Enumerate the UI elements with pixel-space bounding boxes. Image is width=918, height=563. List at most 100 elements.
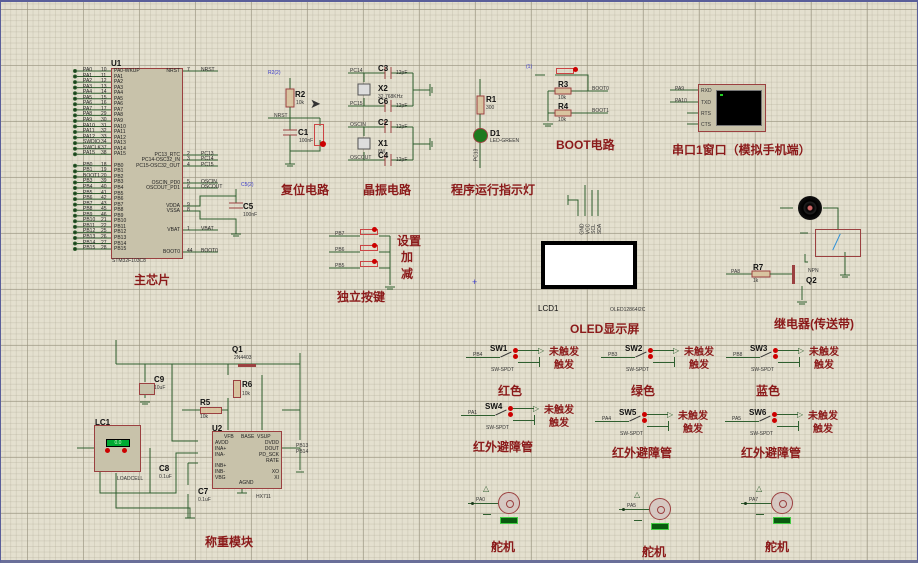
junction-dot [73, 174, 77, 179]
switch-toggle-down[interactable] [513, 354, 518, 359]
r2-probe[interactable]: R2(2) [268, 70, 281, 76]
u1-pin-number: 31 [101, 122, 107, 129]
oled-display[interactable] [541, 241, 637, 289]
u1-chip[interactable] [111, 68, 183, 259]
servo-motor[interactable]: PA7△ [741, 484, 801, 530]
u1-pin-name: PB8 [114, 207, 124, 214]
u1-net-label: PC13 [201, 151, 214, 157]
u1-pin-name: PB10 [114, 218, 127, 225]
u1-pin-number: 20 [101, 172, 107, 179]
key-button-sub[interactable] [360, 261, 378, 267]
junction-dot [73, 113, 77, 118]
switch-toggle-up[interactable] [772, 412, 777, 417]
switch-toggle-up[interactable] [648, 348, 653, 353]
wire [466, 357, 500, 358]
loadcell-plus-button[interactable] [122, 448, 127, 453]
u2-pin: XI [274, 475, 279, 481]
relay-icon[interactable] [815, 229, 861, 257]
u1-pin-name: PB4 [114, 185, 124, 191]
servo-body-icon [771, 492, 793, 514]
r5-resistor[interactable] [200, 407, 222, 414]
switch-toggle-down[interactable] [772, 418, 777, 423]
loadcell-minus-button[interactable] [105, 448, 110, 453]
wire [647, 426, 668, 427]
r6-resistor[interactable] [233, 380, 241, 398]
u1-net-label: PA9 [83, 116, 93, 123]
wire [513, 420, 534, 421]
u1-pin-number: 45 [101, 206, 107, 213]
u1-pin-name: PA7 [114, 106, 124, 113]
uart-pin-rxd: RXD [701, 88, 712, 94]
u1-pin-number: 32 [101, 128, 107, 135]
transistor-q2-icon[interactable] [792, 265, 795, 284]
led-green-icon[interactable] [473, 128, 488, 143]
switch-toggle-down[interactable] [648, 354, 653, 359]
uart-pin-txd: TXD [701, 100, 711, 106]
loadcell[interactable]: 0.0 [94, 425, 141, 472]
key-button-set[interactable] [360, 229, 378, 235]
wire [518, 362, 539, 363]
switch-toggle-up[interactable] [642, 412, 647, 417]
u1-net-label: PA2 [83, 78, 93, 85]
uart-pin-rts: RTS [701, 111, 711, 117]
switch-toggle-down[interactable] [773, 354, 778, 359]
c9-capacitor[interactable] [139, 383, 155, 395]
u1-pin-name: BOOT0 [163, 249, 180, 255]
u1-pin-number: 14 [101, 89, 107, 96]
virtual-terminal[interactable]: RXD TXD RTS CTS [698, 84, 766, 132]
c2-value: 12pF [396, 124, 408, 130]
boot-button[interactable] [556, 68, 574, 74]
transistor-q1-icon[interactable] [238, 364, 256, 367]
status-triggered: 触发 [683, 424, 703, 435]
u1-net-label: PB10 [83, 217, 96, 224]
junction-dot [73, 235, 77, 240]
servo-motor[interactable]: PA0△ [468, 484, 528, 530]
wire [653, 350, 674, 351]
u1-pin-number: 39 [101, 178, 107, 185]
boot-button-indicator [573, 67, 578, 72]
u1-net-label: PB8 [83, 206, 93, 213]
u1-pin-number: 26 [101, 233, 107, 240]
u1-net-label: NRST [201, 67, 215, 73]
junction-dot [73, 152, 77, 157]
u1-pin-number: 18 [101, 161, 107, 168]
wire [461, 415, 495, 416]
switch-toggle-down[interactable] [642, 418, 647, 423]
key-button-add[interactable] [360, 245, 378, 251]
c5-probe[interactable]: C5(2) [241, 182, 254, 188]
u1-net-label: OSCOUT [201, 184, 223, 190]
switch-type: SW-SPDT [491, 367, 514, 373]
d1-value: LED-GREEN [490, 138, 520, 144]
u2-chip[interactable]: VFB BASE VSUP AVDD INA+ INA- INB+ INB- V… [212, 431, 282, 489]
u1-net-label: PB15 [83, 245, 96, 252]
boot-probe[interactable]: (1) [526, 64, 533, 70]
servo-motor[interactable]: PA5△ [619, 490, 679, 536]
switch-toggle-down[interactable] [508, 412, 513, 417]
c5-ref: C5 [243, 202, 254, 211]
u1-net-label: BOOT0 [201, 248, 218, 254]
switch-toggle-up[interactable] [773, 348, 778, 353]
label-servo-1: 舵机 [491, 540, 516, 554]
u1-pin-name: PB6 [114, 196, 124, 203]
switch-toggle-up[interactable] [513, 348, 518, 353]
u1-pin-name: PA4 [114, 90, 124, 97]
switch-net: PB8 [733, 352, 743, 358]
key-indicator [372, 227, 377, 232]
power-terminal-icon: △ [483, 484, 490, 493]
reset-button[interactable] [314, 124, 324, 146]
switch-toggle-up[interactable] [508, 406, 513, 411]
u2-pin: BASE [241, 434, 255, 440]
r1-ref: R1 [486, 95, 497, 104]
label-ir-1: 红外避障管 [473, 440, 534, 454]
key-indicator [372, 243, 377, 248]
junction-dot [471, 502, 474, 505]
junction-dot [73, 107, 77, 112]
motor-icon[interactable] [798, 196, 822, 220]
status-triggered: 触发 [689, 360, 709, 371]
